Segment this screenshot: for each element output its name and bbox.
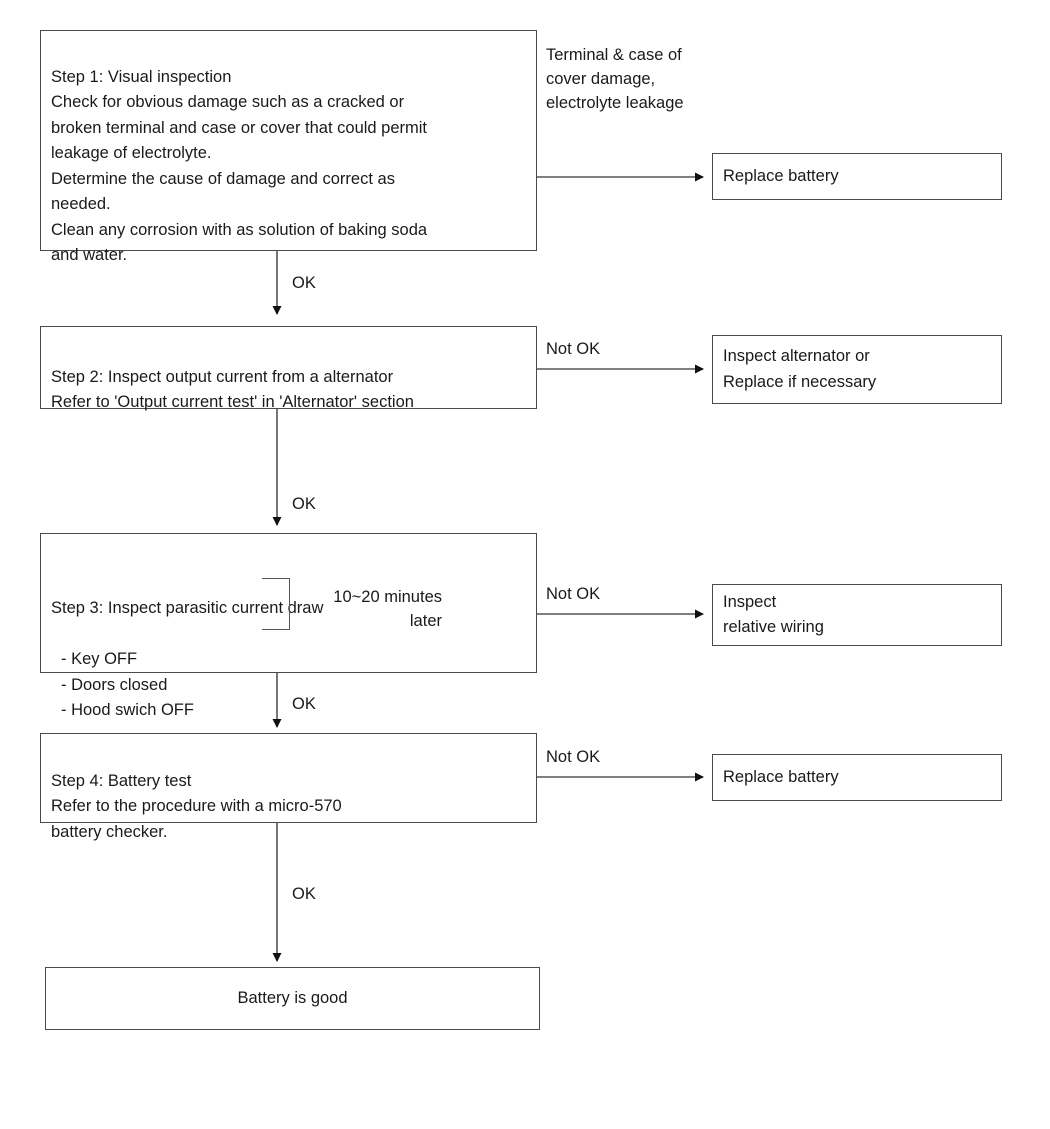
outcome-inspect-alternator-label: Inspect alternator or Replace if necessa… [723, 347, 877, 391]
timer-note: 10~20 minutes later [333, 588, 442, 630]
outcome-replace-battery-2-label: Replace battery [723, 767, 839, 786]
edge-label-step3-fail: Not OK [546, 585, 601, 603]
edge-label-step1-ok: OK [292, 274, 316, 292]
step-1-box[interactable]: Step 1: Visual inspection Check for obvi… [40, 30, 537, 264]
timer-bracket [262, 578, 290, 630]
edge-label-step2-fail: Not OK [546, 340, 601, 358]
result-label: Battery is good [237, 988, 348, 1007]
step-3-conditions: - Key OFF - Doors closed - Hood swich OF… [61, 650, 194, 719]
step-1-text: Step 1: Visual inspection Check for obvi… [51, 67, 428, 265]
step-4-text: Step 4: Battery test Refer to the proced… [51, 771, 342, 841]
outcome-replace-battery-1[interactable]: Replace battery [712, 153, 1002, 200]
step-2-box[interactable]: Step 2: Inspect output current from a al… [40, 326, 537, 411]
result-box[interactable]: Battery is good [45, 967, 540, 1030]
step-2-text: Step 2: Inspect output current from a al… [51, 367, 414, 412]
step-3-heading: Step 3: Inspect parasitic current draw [51, 599, 324, 617]
step-4-box[interactable]: Step 4: Battery test Refer to the proced… [40, 733, 537, 841]
outcome-inspect-wiring[interactable]: Inspect relative wiring [712, 584, 1002, 646]
edge-label-step1-fail: Terminal & case of cover damage, electro… [546, 46, 684, 112]
outcome-replace-battery-2[interactable]: Replace battery [712, 754, 1002, 801]
outcome-inspect-wiring-label: Inspect relative wiring [723, 592, 824, 637]
edge-label-step4-fail: Not OK [546, 748, 601, 766]
edge-label-step4-ok: OK [292, 885, 316, 903]
outcome-inspect-alternator[interactable]: Inspect alternator or Replace if necessa… [712, 335, 1002, 404]
outcome-replace-battery-1-label: Replace battery [723, 166, 839, 185]
edge-label-step3-ok: OK [292, 695, 316, 713]
edge-label-step2-ok: OK [292, 495, 316, 513]
